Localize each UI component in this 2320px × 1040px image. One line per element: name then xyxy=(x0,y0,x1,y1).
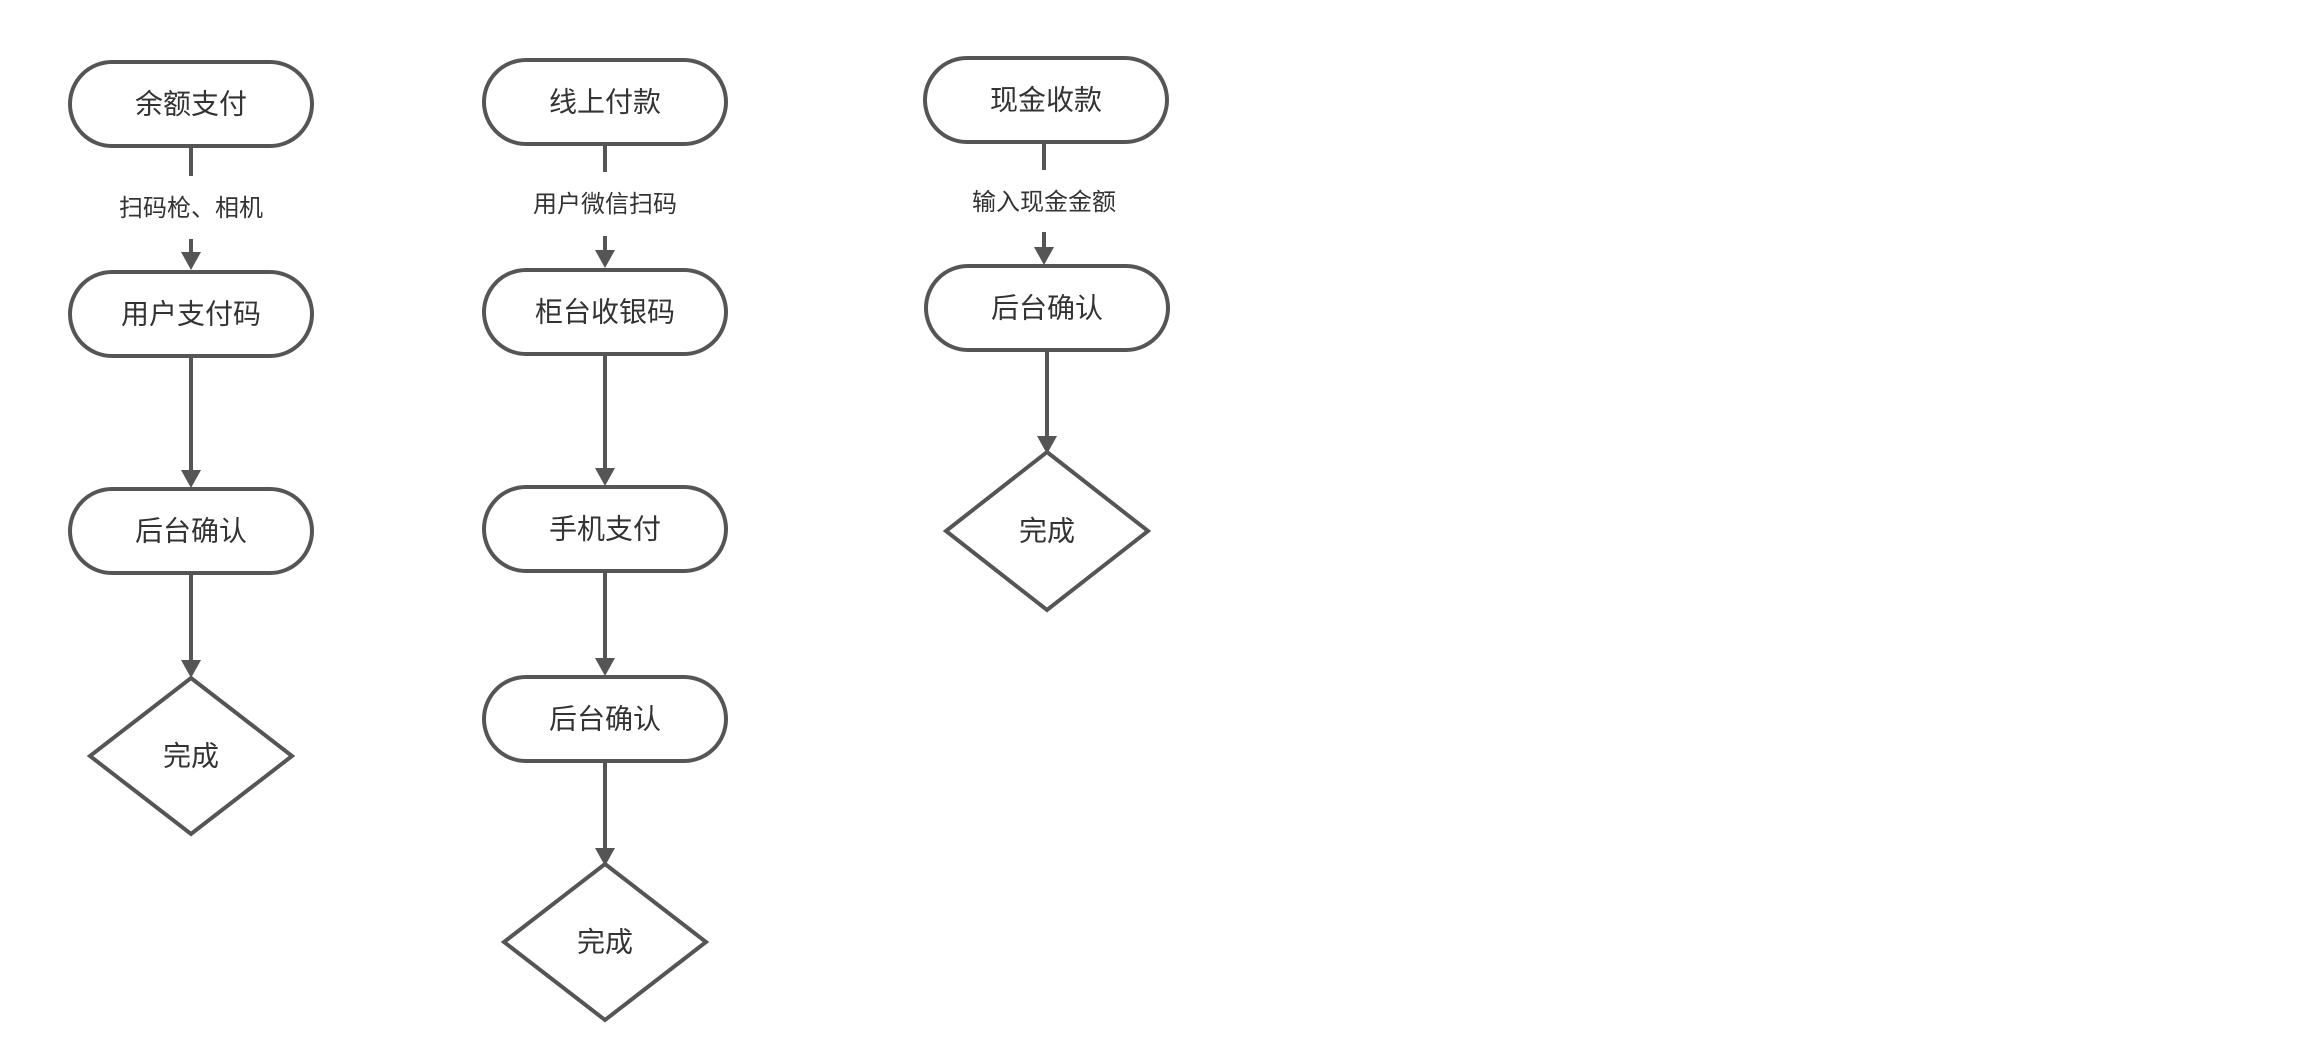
node-label: 线上付款 xyxy=(549,86,661,119)
arrowhead xyxy=(1037,436,1057,454)
node-label: 现金收款 xyxy=(990,84,1102,117)
node-label: 完成 xyxy=(1019,515,1075,548)
node-mobile-payment[interactable]: 手机支付 xyxy=(482,485,728,573)
node-complete-decision[interactable]: 完成 xyxy=(942,449,1152,613)
node-cash-collection[interactable]: 现金收款 xyxy=(923,56,1169,144)
node-label: 完成 xyxy=(577,926,633,959)
edge-scan-gun-camera: 扫码枪、相机 xyxy=(119,146,263,270)
node-label: 后台确认 xyxy=(991,292,1103,325)
flow-cash-collection: 现金收款 输入现金金额 后台确认 完成 xyxy=(923,56,1170,613)
flow-balance-payment: 余额支付 扫码枪、相机 用户支付码 后台确认 xyxy=(68,60,314,837)
edge-connector xyxy=(595,354,615,486)
edge-enter-cash-amount: 输入现金金额 xyxy=(972,142,1116,265)
node-complete-decision[interactable]: 完成 xyxy=(500,861,710,1023)
edge-connector xyxy=(181,573,201,678)
node-counter-checkout-code[interactable]: 柜台收银码 xyxy=(482,268,728,356)
node-label: 柜台收银码 xyxy=(535,296,675,329)
edge-label: 用户微信扫码 xyxy=(533,190,677,218)
node-label: 后台确认 xyxy=(549,703,661,736)
edge-connector xyxy=(595,761,615,866)
node-backend-confirm[interactable]: 后台确认 xyxy=(482,675,728,763)
arrowhead xyxy=(181,470,201,488)
node-user-payment-code[interactable]: 用户支付码 xyxy=(68,270,314,358)
arrowhead xyxy=(1034,247,1054,265)
edge-connector xyxy=(181,356,201,488)
arrowhead xyxy=(595,250,615,268)
edge-connector xyxy=(595,571,615,676)
node-online-payment[interactable]: 线上付款 xyxy=(482,58,728,146)
edge-label: 输入现金金额 xyxy=(972,188,1116,216)
arrowhead xyxy=(595,658,615,676)
arrowhead xyxy=(595,848,615,866)
arrowhead xyxy=(595,468,615,486)
edge-label: 扫码枪、相机 xyxy=(119,194,263,222)
node-label: 用户支付码 xyxy=(121,298,261,331)
node-label: 手机支付 xyxy=(549,513,661,546)
node-label: 后台确认 xyxy=(135,515,247,548)
arrowhead xyxy=(181,252,201,270)
node-label: 余额支付 xyxy=(135,88,247,121)
node-label: 完成 xyxy=(163,740,219,773)
edge-connector xyxy=(1037,350,1057,454)
edge-user-wechat-scan: 用户微信扫码 xyxy=(533,144,677,268)
flow-online-payment: 线上付款 用户微信扫码 柜台收银码 手机支付 后台确认 xyxy=(482,58,728,1023)
arrowhead xyxy=(181,660,201,678)
node-backend-confirm[interactable]: 后台确认 xyxy=(68,487,314,575)
node-balance-payment[interactable]: 余额支付 xyxy=(68,60,314,148)
node-complete-decision[interactable]: 完成 xyxy=(86,675,296,837)
node-backend-confirm[interactable]: 后台确认 xyxy=(924,264,1170,352)
